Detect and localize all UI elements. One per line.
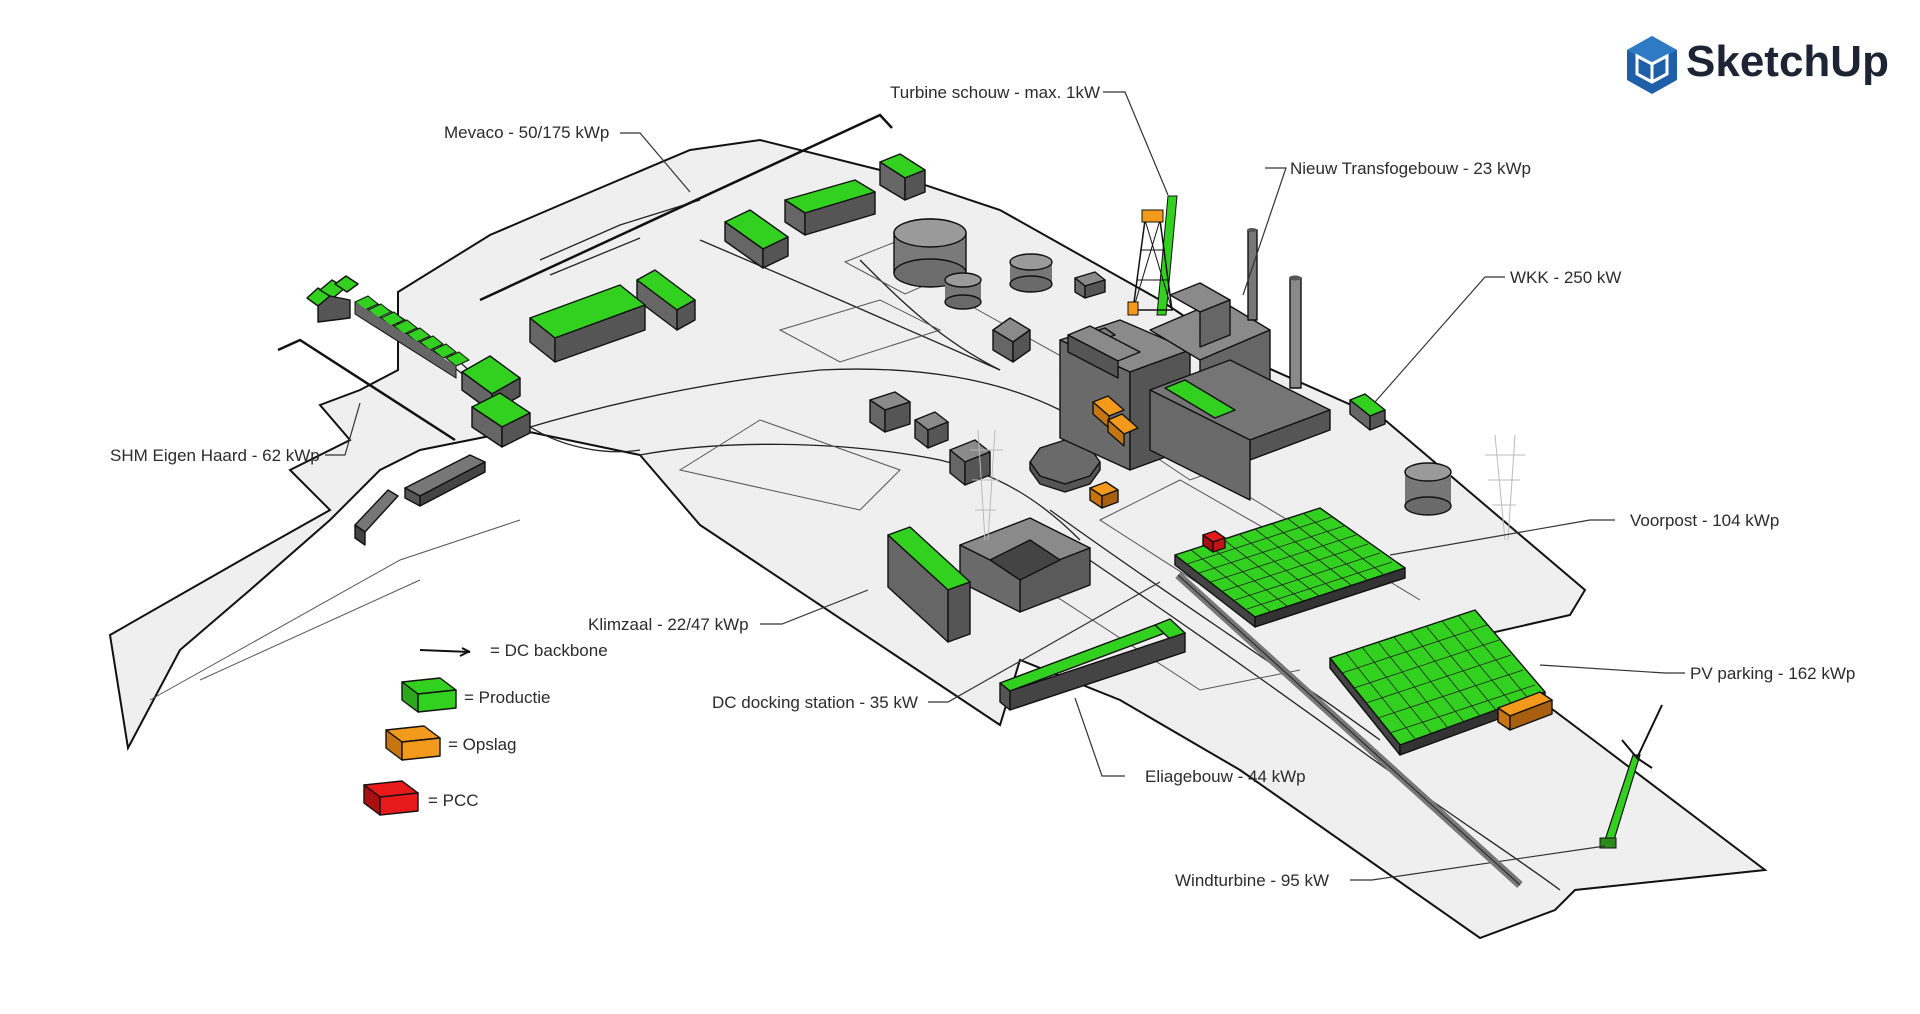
label-dc-docking-station: DC docking station - 35 kW bbox=[712, 693, 918, 712]
small-tank bbox=[945, 273, 981, 309]
label-mevaco: Mevaco - 50/175 kWp bbox=[444, 123, 609, 142]
label-windturbine: Windturbine - 95 kW bbox=[1175, 871, 1329, 890]
legend-pcc: = PCC bbox=[364, 781, 479, 815]
legend-dc-backbone: = DC backbone bbox=[420, 641, 608, 660]
sketchup-logo-icon bbox=[1627, 36, 1677, 94]
label-nieuw-transfogebouw: Nieuw Transfogebouw - 23 kWp bbox=[1290, 159, 1531, 178]
label-shm-eigen-haard: SHM Eigen Haard - 62 kWp bbox=[110, 446, 320, 465]
sketchup-logo: SketchUp bbox=[1627, 36, 1889, 94]
legend-productie: = Productie bbox=[402, 678, 550, 712]
label-pv-parking: PV parking - 162 kWp bbox=[1690, 664, 1855, 683]
label-turbine-schouw: Turbine schouw - max. 1kW bbox=[890, 83, 1100, 102]
legend-pcc-label: = PCC bbox=[428, 791, 479, 810]
label-voorpost: Voorpost - 104 kWp bbox=[1630, 511, 1779, 530]
label-wkk: WKK - 250 kW bbox=[1510, 268, 1621, 287]
legend-productie-label: = Productie bbox=[464, 688, 550, 707]
legend: = DC backbone = Productie = Opslag = PCC bbox=[364, 641, 608, 815]
right-tank bbox=[1405, 463, 1451, 515]
sketchup-logo-text: SketchUp bbox=[1686, 37, 1889, 86]
small-tank bbox=[1010, 254, 1052, 292]
label-klimzaal: Klimzaal - 22/47 kWp bbox=[588, 615, 749, 634]
legend-opslag-label: = Opslag bbox=[448, 735, 517, 754]
legend-opslag: = Opslag bbox=[386, 726, 517, 760]
legend-dc-backbone-label: = DC backbone bbox=[490, 641, 608, 660]
label-eliagebouw: Eliagebouw - 44 kWp bbox=[1145, 767, 1306, 786]
